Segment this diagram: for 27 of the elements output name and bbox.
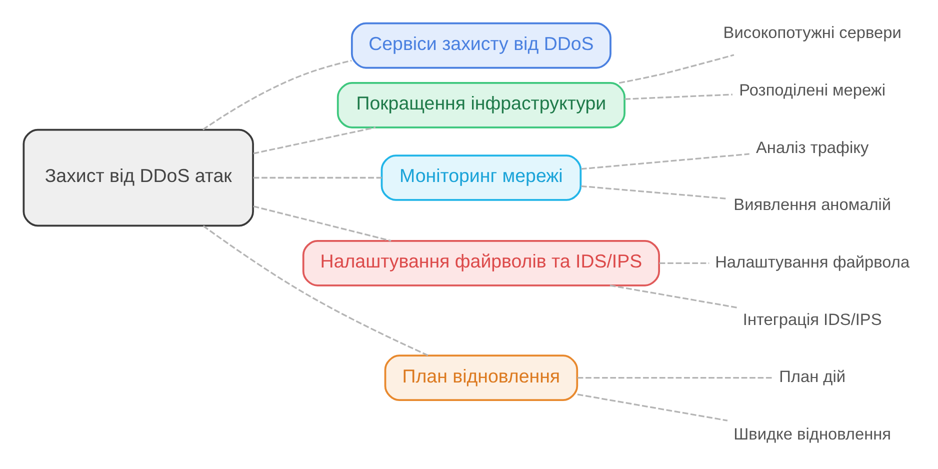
node-box: Покращення інфраструктури xyxy=(336,82,625,128)
connector xyxy=(252,206,391,242)
connector xyxy=(658,262,709,264)
connector xyxy=(576,394,728,422)
node-text: Розподілені мережі xyxy=(738,81,886,100)
connector xyxy=(576,377,772,379)
connector xyxy=(624,94,732,100)
node-text: Аналіз трафіку xyxy=(756,138,868,157)
connector xyxy=(618,54,734,84)
node-text: Інтеграція IDS/IPS xyxy=(742,310,882,329)
node-text: Швидке відновлення xyxy=(733,426,891,444)
node-text: План дій xyxy=(778,368,846,386)
node-box: Захист від DDoS атак xyxy=(22,128,254,227)
node-text: Виявлення аномалій xyxy=(733,196,891,214)
connector xyxy=(202,60,352,130)
connector xyxy=(580,153,749,170)
connector xyxy=(580,185,728,200)
node-box: План відновлення xyxy=(384,354,578,401)
node-box: Моніторинг мережі xyxy=(380,154,582,201)
connector xyxy=(252,126,376,154)
connector xyxy=(252,176,382,179)
node-box: Сервіси захисту від DDoS xyxy=(350,22,611,69)
connector xyxy=(609,284,737,308)
node-text: Високопотужні сервери xyxy=(722,24,901,42)
node-box: Налаштування файрволів та IDS/IPS xyxy=(302,240,660,286)
node-text: Налаштування файрвола xyxy=(714,254,910,272)
connector xyxy=(202,225,428,356)
